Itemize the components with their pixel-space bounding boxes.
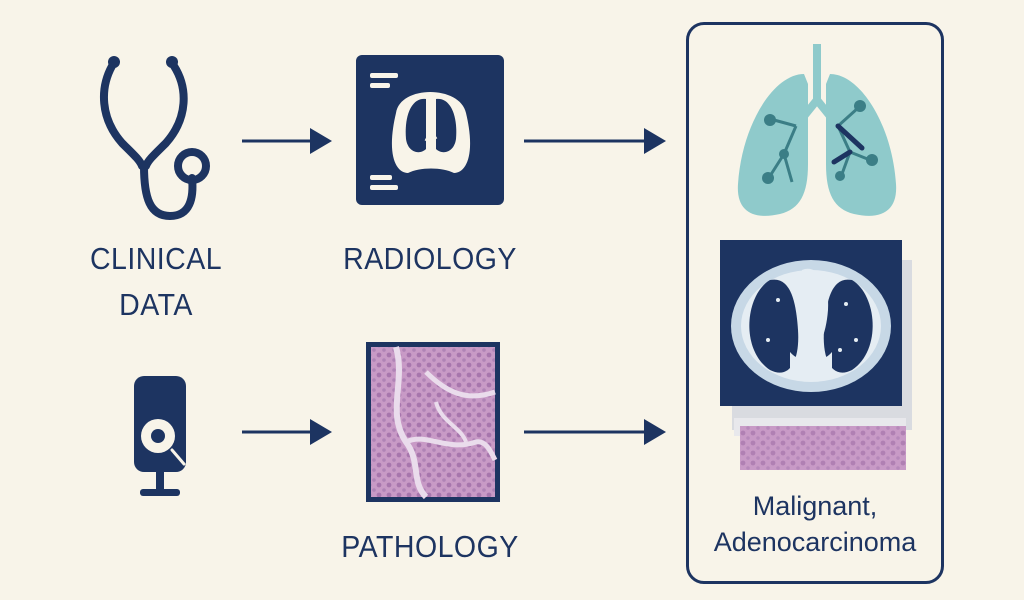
pathology-label: PATHOLOGY — [341, 529, 519, 564]
diagnosis-result: Malignant, Adenocarcinoma — [690, 488, 940, 560]
result-panel — [686, 22, 944, 584]
arrow-device-to-pathology — [242, 419, 332, 445]
arrow-pathology-to-result — [524, 419, 666, 445]
clinical-label-line2: DATA — [119, 287, 193, 322]
radiology-label: RADIOLOGY — [343, 241, 517, 276]
ct-scan-image — [720, 240, 912, 470]
diagnosis-line2: Adenocarcinoma — [713, 527, 917, 557]
arrow-clinical-to-radiology — [242, 128, 332, 154]
clinical-data-label: CLINICAL DATA — [75, 236, 237, 328]
clinical-label-line1: CLINICAL — [89, 241, 223, 276]
stethoscope-icon — [100, 56, 210, 221]
arrow-radiology-to-result — [524, 128, 666, 154]
diagnosis-line1: Malignant, — [752, 491, 878, 521]
wearable-device-icon — [134, 376, 186, 496]
lungs-icon — [737, 44, 897, 216]
chest-xray-icon — [356, 55, 504, 205]
histology-slide-icon — [366, 342, 500, 502]
